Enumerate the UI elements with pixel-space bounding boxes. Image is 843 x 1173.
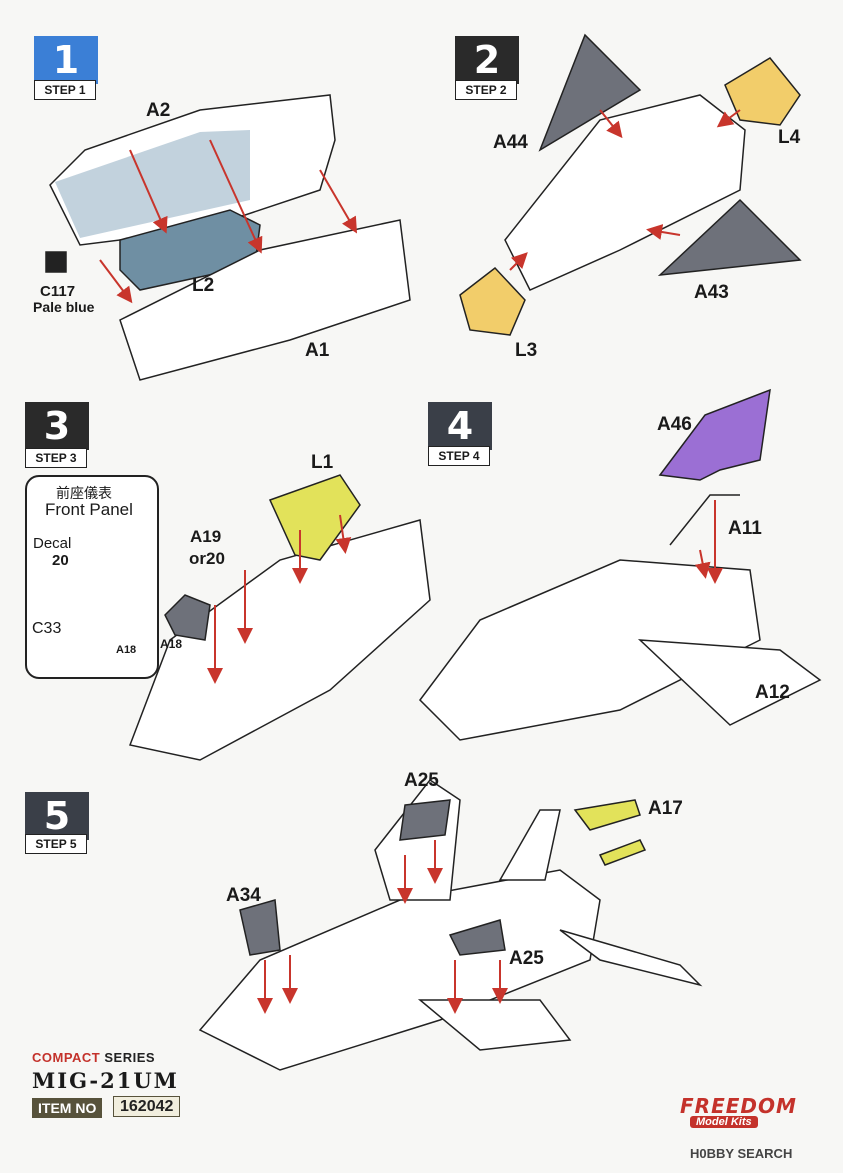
step3-number: 3 (25, 402, 89, 450)
fuselage-assembled (504, 94, 746, 291)
brand-sub: Model Kits (690, 1116, 758, 1128)
label-a44: A44 (493, 132, 528, 153)
label-a25-top: A25 (404, 770, 439, 791)
step5-drawing (198, 778, 703, 1071)
tail-a46 (658, 388, 771, 481)
fuselage-step4 (419, 559, 761, 741)
label-a1: A1 (305, 340, 330, 361)
step3-label: STEP 3 (25, 448, 87, 468)
step1-drawing (45, 94, 411, 381)
step5-label: STEP 5 (25, 834, 87, 854)
label-a11: A11 (728, 518, 762, 539)
product-title: MIG-21UM (32, 1068, 179, 1093)
label-l2: L2 (192, 275, 215, 296)
watermark: H0BBY SEARCH (690, 1146, 793, 1161)
label-a25-mid: A25 (509, 948, 544, 969)
item-no-value: 162042 (113, 1096, 181, 1117)
wing-a43 (657, 198, 802, 276)
label-c33: C33 (32, 620, 62, 637)
series-prefix: COMPACT (32, 1050, 101, 1065)
cone-l4 (724, 57, 801, 126)
front-panel-callout (25, 475, 159, 679)
part-a17-upper (573, 799, 641, 831)
label-decal: Decal (33, 535, 72, 552)
step1-label: STEP 1 (34, 80, 96, 100)
step5-number: 5 (25, 792, 89, 840)
step2-label: STEP 2 (455, 80, 517, 100)
part-a34 (239, 899, 281, 956)
step4-label: STEP 4 (428, 446, 490, 466)
label-a34: A34 (226, 885, 261, 906)
wing-step5 (417, 999, 572, 1051)
step4-drawing (419, 388, 822, 741)
label-c117: C117 (40, 283, 76, 300)
label-pale-blue: Pale blue (33, 299, 95, 315)
step4-number: 4 (428, 402, 492, 450)
part-a25-mid (448, 919, 506, 956)
front-panel-en: Front Panel (45, 500, 133, 519)
label-a12: A12 (755, 682, 790, 703)
brand-logo: FREEDOM (680, 1094, 797, 1118)
canopy-l1 (268, 474, 361, 561)
wing-step4 (637, 639, 822, 726)
step2-number: 2 (455, 36, 519, 84)
fin-step5 (498, 809, 561, 881)
step2-drawing (459, 33, 802, 336)
label-l3: L3 (515, 340, 538, 361)
item-no-label: ITEM NO (32, 1098, 103, 1118)
wing-step5-right (559, 929, 703, 987)
label-a43: A43 (694, 282, 729, 303)
tail-step5 (374, 778, 461, 901)
label-a18-callout: A18 (116, 644, 137, 656)
front-panel-jp: 前座儀表 (56, 486, 112, 502)
label-l4: L4 (778, 127, 801, 148)
part-a17-lower (598, 839, 647, 866)
label-a46: A46 (657, 414, 692, 435)
label-a18: A18 (160, 637, 183, 651)
label-a2: A2 (146, 100, 171, 121)
part-a25-top (399, 799, 451, 841)
label-or20: or20 (189, 549, 225, 568)
series-label: COMPACT SERIES (32, 1050, 155, 1065)
wing-a44 (538, 33, 642, 152)
canopy-frame-a11 (669, 494, 740, 546)
label-a19: A19 (190, 527, 222, 546)
label-l1: L1 (311, 452, 334, 473)
label-a17: A17 (648, 798, 683, 819)
label-decal-number: 20 (52, 552, 69, 569)
step1-number: 1 (34, 36, 98, 84)
paint-icon (45, 251, 67, 273)
series-suffix: SERIES (104, 1050, 156, 1065)
cone-l3 (459, 266, 526, 336)
panel-a18-main (164, 594, 211, 641)
